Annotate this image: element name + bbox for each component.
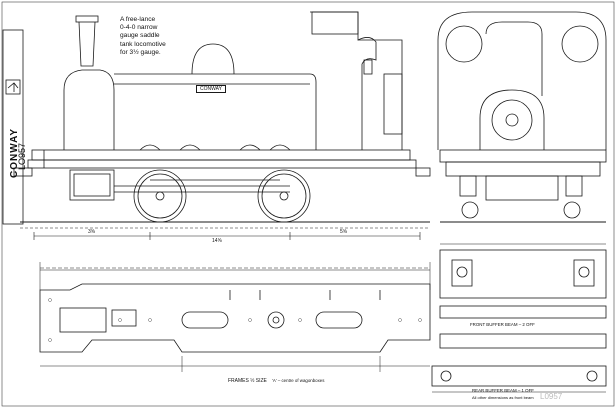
ref-stamp: L0957: [540, 392, 563, 401]
rear-buffer-caption: REAR BUFFER BEAM – 1 OFF: [472, 388, 534, 393]
publisher-logo: [5, 79, 21, 95]
elevation-dimensions: [20, 227, 430, 240]
dim-right: 5⅝: [340, 229, 347, 235]
nameplate: CONWAY: [196, 85, 226, 93]
frames-note: 'A' – centre of wagonboxes: [272, 378, 325, 383]
dim-overall: 14⅝: [212, 238, 222, 244]
dim-left: 3⅝: [88, 229, 95, 235]
front-buffer-beam: [439, 243, 607, 319]
description-line: tank locomotive: [120, 40, 166, 48]
description-line: gauge saddle: [120, 32, 160, 40]
rear-buffer-note: All other dimensions as front beam: [472, 395, 534, 400]
description-line: A free-lance: [120, 16, 156, 23]
sheet-border: [1, 1, 615, 407]
front-elevation: [437, 11, 607, 223]
front-buffer-caption: FRONT BUFFER BEAM – 2 OFF: [470, 322, 535, 327]
description-line: for 3½ gauge.: [120, 48, 161, 56]
description: A free-lance 0-4-0 narrow gauge saddle t…: [120, 16, 166, 57]
frames-plan: [39, 262, 431, 372]
description-line: 0-4-0 narrow: [120, 24, 158, 32]
side-elevation: [13, 11, 431, 223]
title-block: [2, 29, 24, 225]
title-code: LO957: [17, 142, 27, 170]
frames-caption: FRAMES ½ SIZE: [228, 378, 267, 384]
rivet-marks: [48, 298, 422, 342]
rear-buffer-beam: [431, 333, 607, 393]
